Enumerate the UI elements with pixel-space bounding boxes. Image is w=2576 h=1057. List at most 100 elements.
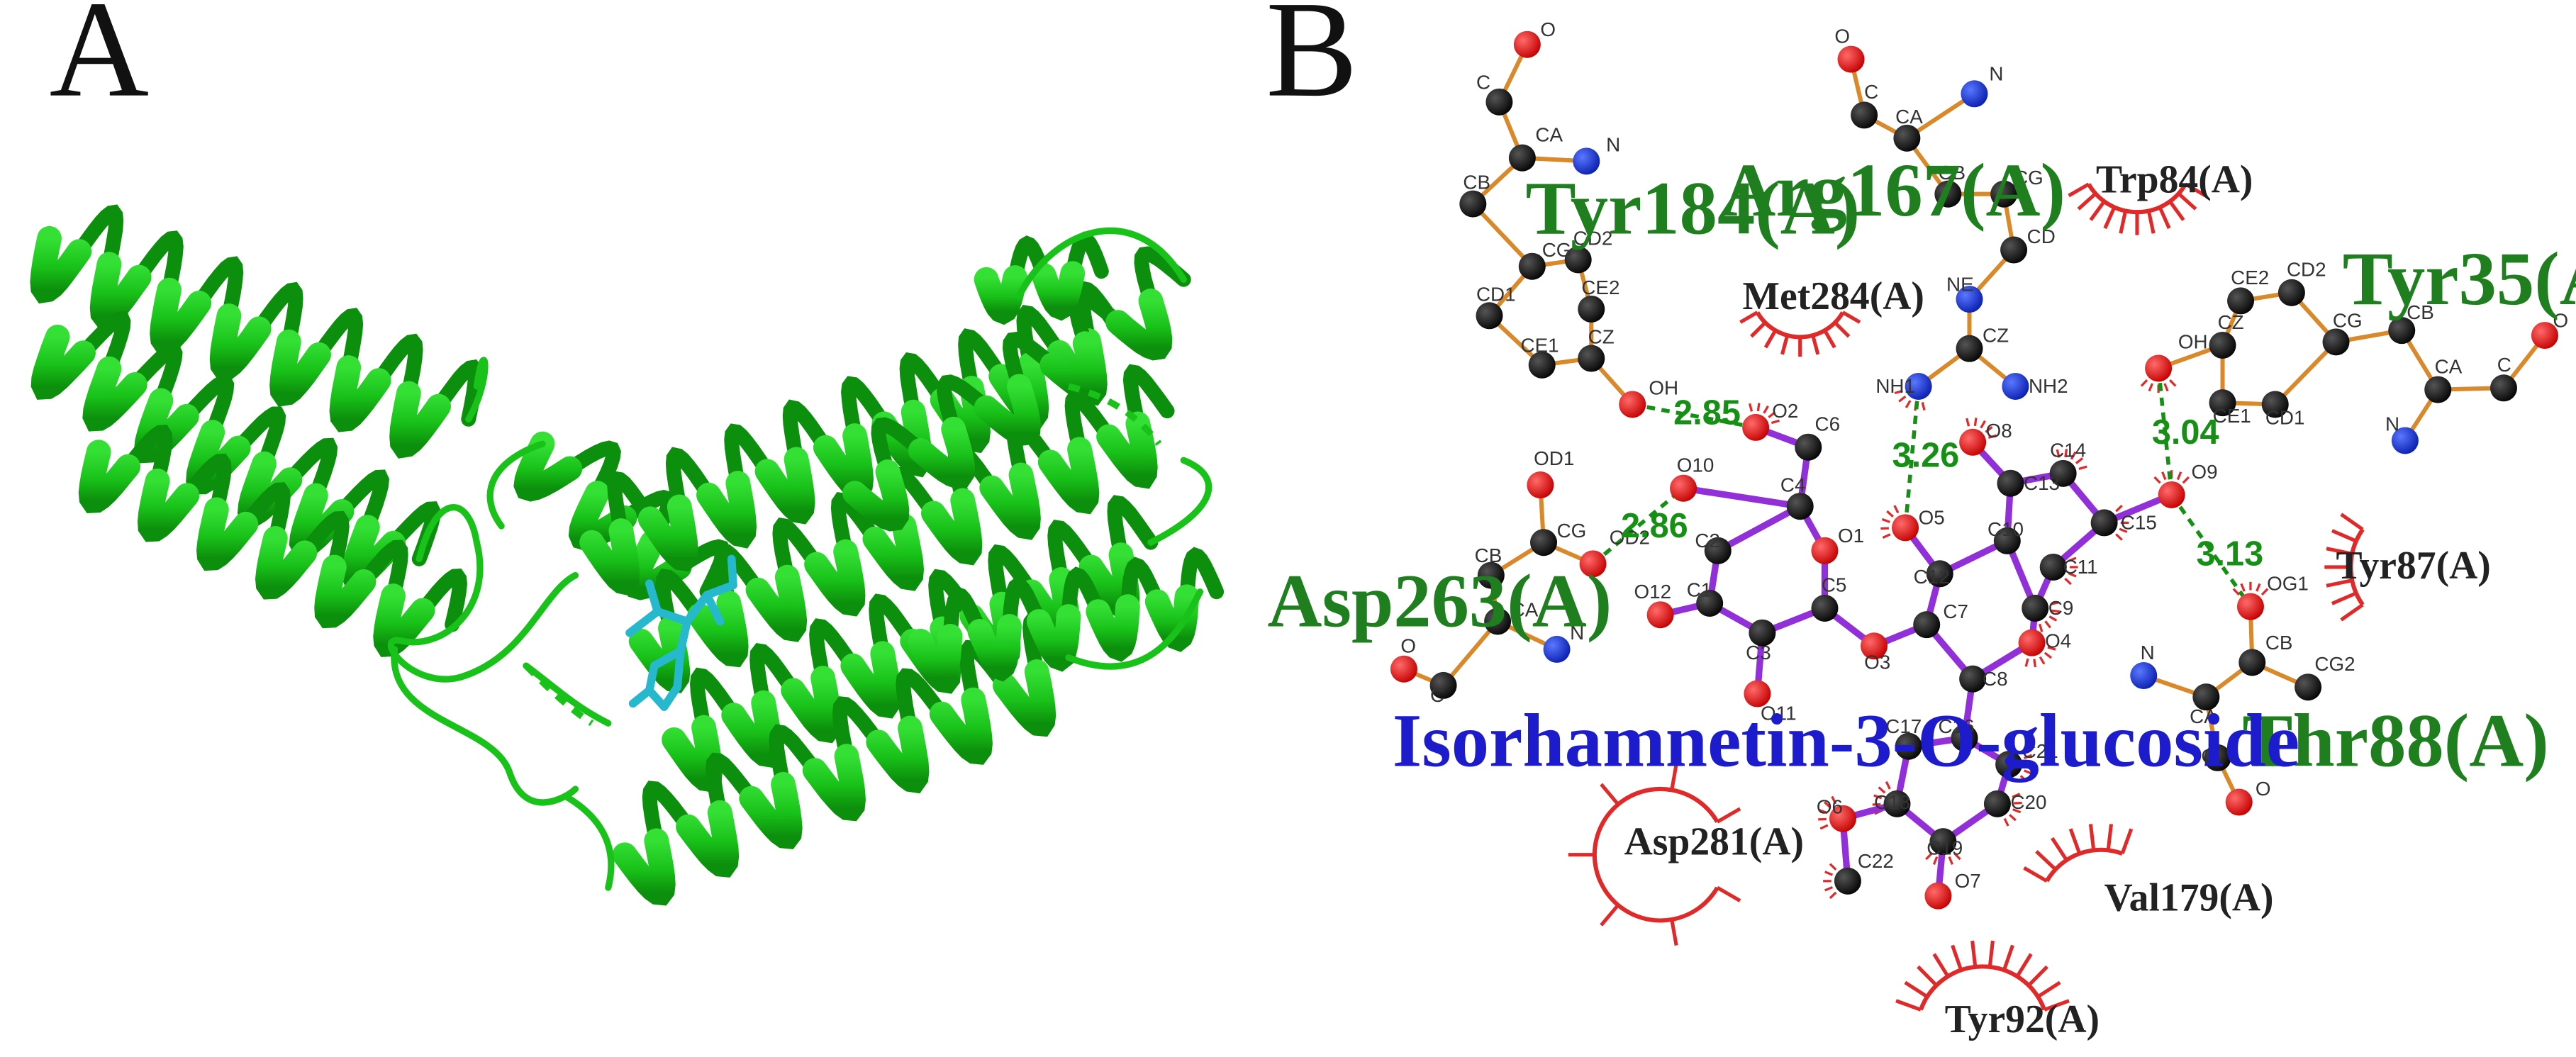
hydrophobic-spoke — [2177, 192, 2197, 211]
hydrophobic-arc — [1592, 786, 1719, 923]
tyr35-atom-label: C — [2497, 354, 2511, 376]
arg167-atom-label: O — [1834, 25, 1850, 47]
contact-tick — [2068, 557, 2077, 562]
helix-back-strand — [371, 333, 423, 401]
tyr184-atom-label: CE1 — [1521, 334, 1559, 356]
tyr35-bond — [2273, 340, 2338, 407]
contact-tick — [2047, 646, 2056, 651]
ligand-atom-c15 — [2090, 509, 2118, 537]
helix-back-strand — [830, 492, 883, 559]
arg167-atom-label: NH2 — [2029, 375, 2068, 397]
helix-front-strand — [255, 526, 318, 600]
helix-back-strand — [724, 423, 775, 491]
tyr184-atom-ce2 — [1578, 295, 1605, 323]
ligand-atom-label: C3 — [1746, 642, 1771, 664]
contact-tick — [1894, 389, 1903, 395]
contact-tick — [2075, 457, 2084, 464]
ligand-atom-label: C15 — [2121, 512, 2157, 534]
ligand-atom-c21 — [1995, 751, 2023, 778]
helix-back-strand — [72, 204, 124, 272]
helix-back-strand — [1179, 547, 1225, 605]
helix-front-strand — [813, 423, 874, 501]
ligand-atom-c12 — [1926, 560, 1953, 588]
tyr184-atom-label: N — [1606, 133, 1620, 155]
helix-front-strand — [687, 590, 749, 668]
helix-back-strand — [431, 359, 483, 427]
helix-front-strand — [862, 513, 925, 591]
bound-ligand-sticks — [625, 554, 737, 711]
arg167-atom-n — [1961, 80, 1988, 108]
ligand-atom-label: C17 — [1885, 715, 1922, 737]
ligand-stick — [676, 617, 691, 656]
ligand-atom-o3 — [1861, 632, 1888, 660]
hydrophobic-spoke — [1600, 904, 1619, 927]
helix-back-strand — [1002, 331, 1060, 394]
ligand-stick — [703, 591, 725, 626]
tyr184-atom-label: OH — [1649, 377, 1678, 399]
contact-tick — [2182, 476, 2190, 484]
contact-tick — [2044, 620, 2051, 629]
contact-tick — [1831, 795, 1837, 805]
contact-tick-group-7 — [2024, 646, 2056, 668]
ligand-atom-c1 — [1696, 589, 1724, 617]
tyr35-atom-label: CE1 — [2213, 405, 2251, 427]
helix-front-strand — [781, 666, 842, 744]
asp263-atom-n — [1543, 635, 1571, 663]
asp263-atom-c — [1429, 671, 1457, 699]
helix-back-strand — [121, 425, 173, 488]
tyr184-bond — [1471, 201, 1534, 269]
tyr184-atom-label: C — [1476, 71, 1490, 93]
helix-front-strand — [929, 687, 993, 765]
contact-tick — [1886, 510, 1894, 518]
ligand-name-label: Isorhamnetin-3-O-glucoside — [1393, 700, 2300, 783]
helix-9 — [842, 246, 1191, 532]
protein-ribbon-panel — [30, 204, 1225, 906]
asp263-atom-o — [1390, 655, 1417, 683]
contact-tick — [2033, 659, 2037, 668]
helix-back-strand — [179, 453, 232, 518]
hydrophobic-spoke — [2106, 824, 2114, 851]
ligand-atom-label: C7 — [1943, 600, 1968, 622]
contact-tick — [1953, 852, 1961, 861]
contact-tick — [2064, 577, 2072, 586]
thr88-atom-label: C — [2201, 745, 2215, 767]
helix-back-strand — [655, 569, 708, 636]
helix-front-strand — [696, 471, 757, 549]
hydrophobic-spoke — [1917, 965, 1938, 987]
helix-3 — [78, 425, 467, 657]
ligand-atom-o7 — [1924, 882, 1952, 910]
ligand-atom-o2 — [1742, 413, 1770, 441]
helix-front-strand — [754, 447, 815, 525]
ligand-stick — [649, 647, 685, 670]
helix-front-strand — [579, 518, 640, 596]
contact-tick — [1885, 781, 1891, 790]
helix-back-strand — [131, 230, 184, 298]
residue-label-asp263: Asp263(A) — [1268, 559, 1612, 643]
tyr184-atom-cd1 — [1476, 302, 1503, 330]
ligand-stick — [625, 607, 662, 637]
helix-front-strand — [908, 416, 976, 489]
contact-tick — [1882, 533, 1891, 539]
tyr35-atom-label: CG — [2333, 309, 2363, 331]
contact-tick — [1763, 405, 1769, 414]
hydrophobic-spoke — [2340, 603, 2364, 622]
tyr35-atom-label: CZ — [2218, 311, 2244, 333]
asp263-atom-label: N — [1570, 622, 1584, 644]
helix-front-strand — [908, 623, 963, 692]
contact-tick — [2012, 808, 2022, 814]
ligand-atom-o8 — [1959, 428, 1987, 456]
helix-back-strand — [1065, 231, 1109, 281]
panel-b-label: B — [1266, 0, 1358, 126]
helix-front-strand — [921, 488, 983, 566]
tyr35-atom-label: N — [2385, 413, 2399, 435]
tyr184-atom-ca — [1508, 144, 1536, 172]
hbond-4 — [2156, 368, 2174, 496]
contact-tick — [1985, 426, 1993, 433]
loop-6 — [1065, 588, 1204, 670]
ligand-atom-c11 — [2039, 553, 2067, 581]
hydrophobic-label-tyr87: Tyr87(A) — [2336, 544, 2491, 588]
contact-tick — [1948, 856, 1953, 866]
hydrophobic-spoke — [1716, 885, 1741, 902]
ligand-atom-c17 — [1895, 732, 1922, 760]
asp263-atom-label: CB — [1475, 544, 1502, 566]
